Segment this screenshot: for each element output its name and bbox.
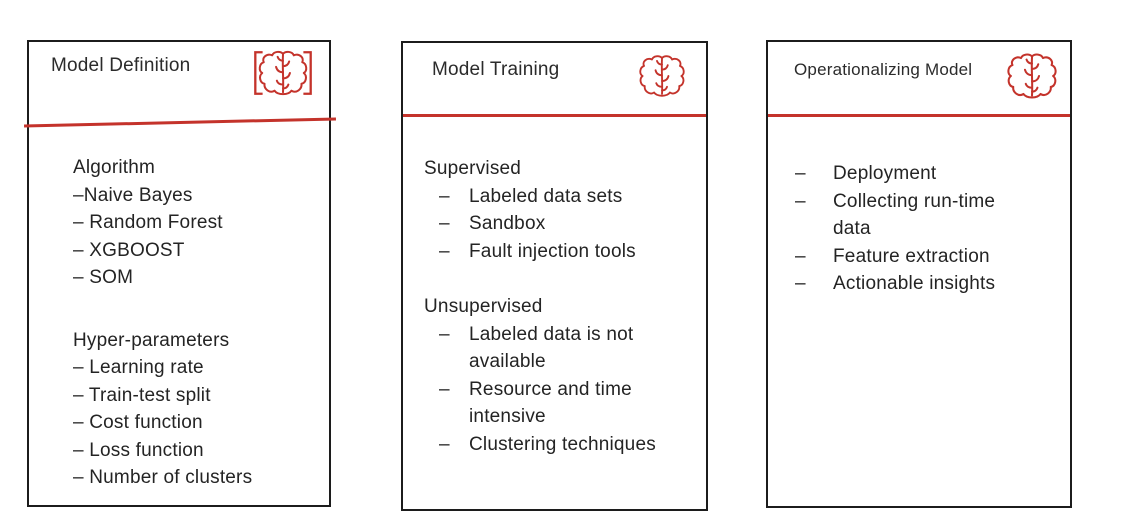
unsupervised-section: Unsupervised – Labeled data is not avail… [424,293,694,458]
section-heading: Hyper-parameters [73,329,230,351]
card-header: Model Training [403,43,706,114]
bullet-dash: – [795,245,806,267]
list-item: – Feature extraction [795,243,1060,271]
operationalizing-model-card: Operationalizing Model – Deployment – Co… [766,40,1072,508]
bullet-dash: – [439,433,450,455]
brain-icon [639,50,685,102]
card-title: Model Definition [51,55,191,76]
list-item: – SOM [73,267,134,288]
list-item: – Random Forest [73,212,223,233]
brain-icon [1007,50,1057,102]
card-title: Model Training [432,59,560,80]
list-item: – Collecting run-time data [795,188,1060,243]
card-body: Supervised – Labeled data sets – Sandbox… [403,117,706,458]
bullet-dash: – [439,213,450,234]
section-heading: Supervised [424,158,522,179]
bullet-dash: – [439,185,450,207]
section-heading: Unsupervised [424,296,543,317]
brain-in-brackets-icon [253,47,313,99]
list-item: – Labeled data is not available [439,321,694,376]
model-definition-card: Model Definition Algorithm –Naive Bayes … [24,40,336,507]
list-item: – Deployment [795,160,1060,188]
bullet-dash: – [795,273,806,294]
list-item: – Resource and time intensive [439,376,694,431]
list-item: – Cost function [73,412,203,433]
list-item: – Clustering techniques [439,431,694,459]
card-body: Algorithm –Naive Bayes – Random Forest –… [29,123,329,492]
list-item: – Learning rate [73,357,204,378]
header-divider-line [403,114,706,117]
list-item: – Fault injection tools [439,238,694,266]
list-item: – Number of clusters [73,467,253,488]
operationalizing-section: – Deployment – Collecting run-time data … [768,160,1060,298]
list-item: – Labeled data sets [439,183,694,211]
header-divider-line [768,114,1070,117]
list-item: – Loss function [73,439,204,461]
bullet-dash: – [439,323,450,345]
bullet-dash: – [795,163,806,184]
card-body: – Deployment – Collecting run-time data … [768,117,1070,298]
bullet-dash: – [439,378,450,400]
list-item: – Actionable insights [795,270,1060,298]
list-item: – Sandbox [439,210,694,238]
algorithm-section: Algorithm –Naive Bayes – Random Forest –… [73,154,321,292]
list-item: – Train-test split [73,384,211,406]
card-title: Operationalizing Model [794,60,973,79]
list-item: –Naive Bayes [73,184,193,206]
model-training-card: Model Training Supervised – Labeled data… [401,41,708,511]
section-heading: Algorithm [73,157,156,178]
supervised-section: Supervised – Labeled data sets – Sandbox… [424,155,694,265]
card-header: Operationalizing Model [768,42,1070,114]
list-item: – XGBOOST [73,239,185,261]
card-header: Model Definition [24,42,336,128]
bullet-dash: – [439,240,450,262]
hyper-parameters-section: Hyper-parameters – Learning rate – Train… [73,327,321,492]
bullet-dash: – [795,190,806,212]
